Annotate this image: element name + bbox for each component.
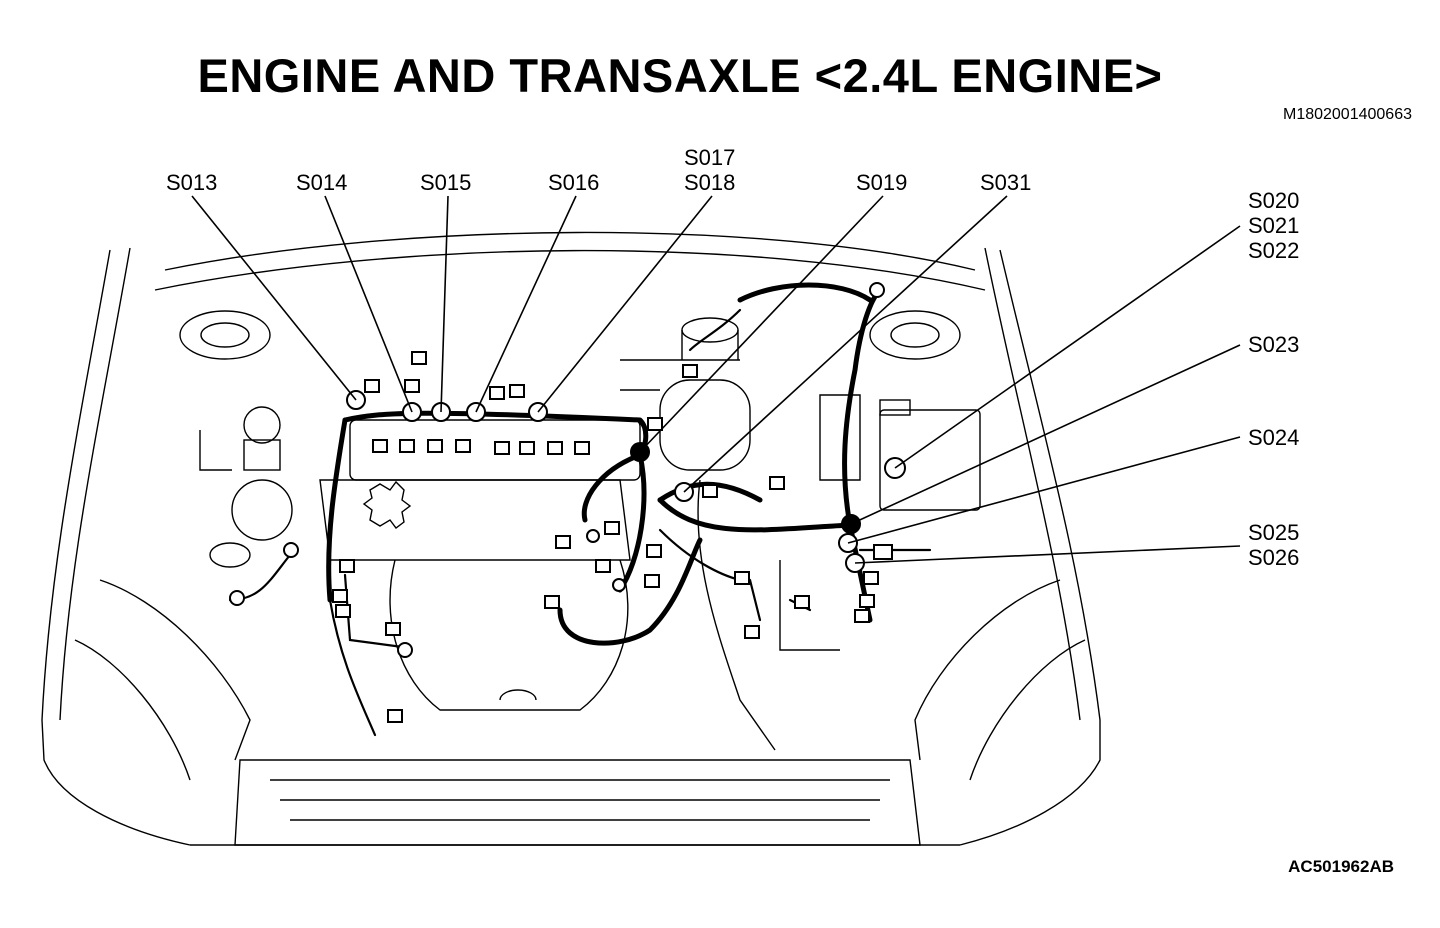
strut-towers: [179, 310, 961, 360]
wire-harness-thin: [228, 308, 932, 737]
leader-lines: [191, 195, 1241, 564]
wire-harness: [326, 282, 883, 646]
callout-s015: S015: [420, 170, 472, 195]
figure-id: AC501962AB: [1288, 857, 1394, 876]
callout-s031: S031: [980, 170, 1032, 195]
callout-s016: S016: [548, 170, 600, 195]
callout-s024: S024: [1248, 425, 1300, 450]
callout-s023: S023: [1248, 332, 1300, 357]
document-id: M1802001400663: [1282, 106, 1412, 123]
diagram-title: ENGINE AND TRANSAXLE <2.4L ENGINE>: [197, 49, 1163, 102]
callout-s013: S013: [166, 170, 218, 195]
callout-s019: S019: [856, 170, 908, 195]
callout-s014: S014: [296, 170, 348, 195]
connectors: [229, 282, 893, 723]
engine-components: [199, 317, 981, 751]
car-body-outline: [41, 231, 1101, 846]
